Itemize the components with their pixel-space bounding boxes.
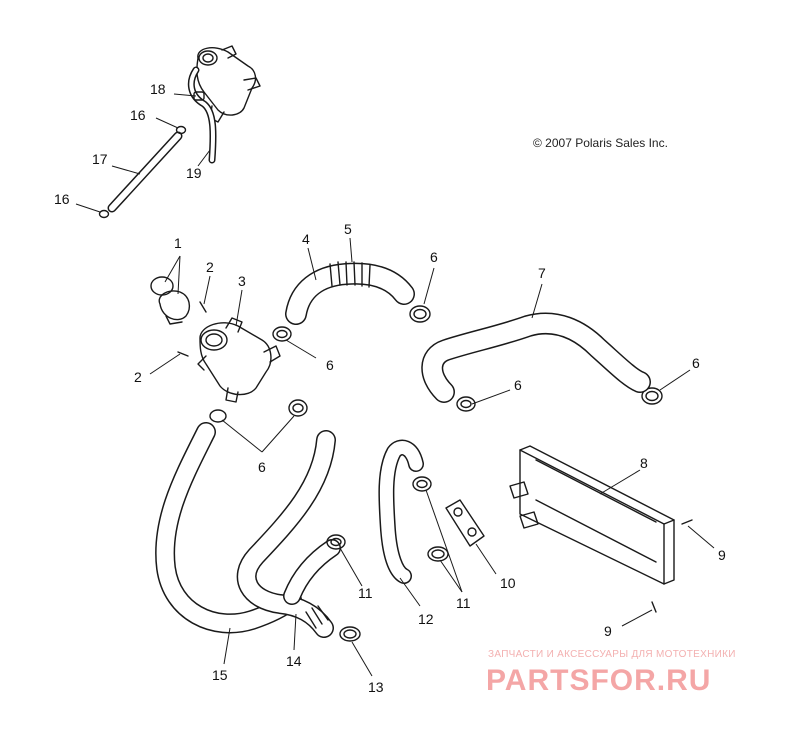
- callout-6-d: 6: [514, 377, 522, 393]
- heat-exchanger: [509, 445, 675, 585]
- callout-1: 1: [174, 235, 182, 251]
- callout-4: 4: [302, 231, 310, 247]
- callout-15: 15: [212, 667, 228, 683]
- callout-16-top: 16: [130, 107, 146, 123]
- clamp-13: [339, 626, 361, 642]
- callout-2-left: 2: [134, 369, 142, 385]
- watermark-brand: PARTSFOR.RU: [486, 664, 711, 697]
- screw-2-left: [177, 351, 189, 357]
- callout-18: 18: [150, 81, 166, 97]
- hose-5: [285, 261, 415, 325]
- tube-17: [107, 131, 183, 213]
- callout-3: 3: [238, 273, 246, 289]
- callout-12: 12: [418, 611, 434, 627]
- callout-17: 17: [92, 151, 108, 167]
- watermark-tagline: ЗАПЧАСТИ И АКСЕССУАРЫ ДЛЯ МОТОТЕХНИКИ: [488, 649, 736, 660]
- clamp-6-a: [272, 326, 292, 342]
- callout-7: 7: [538, 265, 546, 281]
- callout-5: 5: [344, 221, 352, 237]
- callout-14: 14: [286, 653, 302, 669]
- clamp-6-c: [209, 409, 227, 423]
- clamp-6-d: [409, 305, 431, 323]
- clamp-11-a: [326, 534, 346, 550]
- callout-6-c: 6: [258, 459, 266, 475]
- hose-12: [378, 439, 424, 584]
- callout-8: 8: [640, 455, 648, 471]
- cap-16-bottom: [98, 209, 110, 219]
- clamp-6-e: [456, 396, 476, 412]
- leader-lines: [75, 93, 715, 677]
- bracket-10: [445, 499, 485, 547]
- callout-19: 19: [186, 165, 202, 181]
- clamp-11-c: [427, 546, 449, 562]
- callout-11-b: 11: [456, 595, 471, 611]
- clamp-6-f: [641, 387, 663, 405]
- callout-9-a: 9: [718, 547, 726, 563]
- hose-14: [236, 430, 341, 638]
- callout-6-b: 6: [326, 357, 334, 373]
- clamp-6-b: [288, 399, 308, 417]
- callout-6-a: 6: [430, 249, 438, 265]
- hose-7: [421, 312, 651, 403]
- thermostat-housing: [197, 317, 281, 403]
- callout-11-a: 11: [358, 585, 373, 601]
- copyright-text: © 2007 Polaris Sales Inc.: [533, 136, 668, 150]
- callout-2-top: 2: [206, 259, 214, 275]
- callout-13: 13: [368, 679, 384, 695]
- callout-16-bottom: 16: [54, 191, 70, 207]
- clamp-11-b: [412, 476, 432, 492]
- hose-15: [155, 422, 302, 634]
- callout-9-b: 9: [604, 623, 612, 639]
- watermark: ЗАПЧАСТИ И АКСЕССУАРЫ ДЛЯ МОТОТЕХНИКИ PA…: [486, 649, 736, 697]
- fastener-9-a: [681, 519, 693, 525]
- callout-6-e: 6: [692, 355, 700, 371]
- reservoir-hose: [187, 66, 217, 164]
- cap-16-top: [175, 125, 187, 135]
- fastener-9-b: [651, 601, 657, 613]
- radiator-cap: [150, 276, 191, 325]
- callout-10: 10: [500, 575, 516, 591]
- screw-2-top: [199, 301, 207, 313]
